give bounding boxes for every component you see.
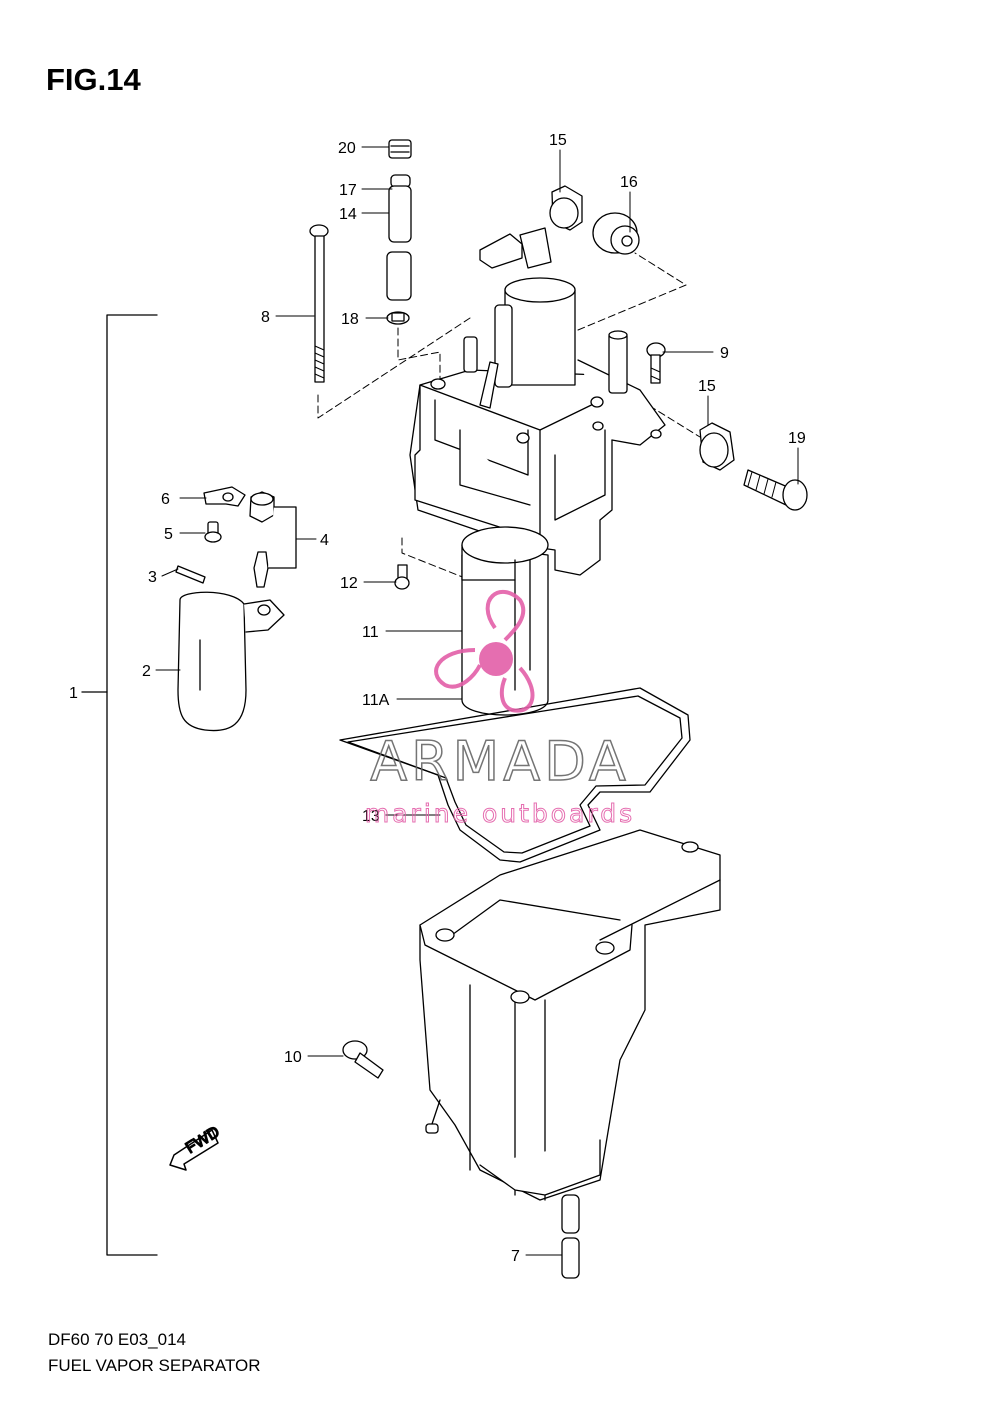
callout-6: 6 — [161, 491, 170, 508]
callout-18: 18 — [341, 311, 359, 328]
fwd-arrow-icon — [169, 1129, 219, 1171]
leader-lines — [155, 146, 799, 1256]
callout-17: 17 — [339, 182, 357, 199]
callout-16: 16 — [620, 174, 638, 191]
callout-9: 9 — [720, 345, 729, 362]
callout-10: 10 — [284, 1049, 302, 1066]
callout-14: 14 — [339, 206, 357, 223]
callout-7: 7 — [511, 1248, 520, 1265]
part-5-screw — [204, 521, 222, 543]
part-13-gasket — [339, 687, 691, 863]
callout-5: 5 — [164, 526, 173, 543]
callout-1: 1 — [69, 685, 78, 702]
callout-8: 8 — [261, 309, 270, 326]
float-chamber-lower-body — [419, 829, 721, 1201]
part-2-float — [177, 591, 285, 732]
figure-title: FIG.14 — [46, 62, 141, 97]
callout-15-lower: 15 — [698, 378, 716, 395]
vapor-separator-upper-body — [409, 227, 666, 576]
part-6-plate — [203, 486, 246, 507]
part-15-grommet-lower — [699, 422, 735, 471]
callout-4: 4 — [320, 532, 329, 549]
watermark-tagline: marine outboards — [365, 799, 635, 828]
part-11-fuel-pump — [461, 526, 549, 716]
callout-2: 2 — [142, 663, 151, 680]
part-15-grommet-upper — [549, 185, 583, 231]
callout-12: 12 — [340, 575, 358, 592]
callout-3: 3 — [148, 569, 157, 586]
callout-labels: 20 17 14 8 18 15 16 9 15 19 6 5 4 3 2 1 … — [69, 132, 806, 1265]
part-16-grommet — [592, 212, 640, 255]
diagram-name: FUEL VAPOR SEPARATOR — [48, 1356, 261, 1375]
part-3-pin — [175, 565, 206, 584]
part-7-hose — [561, 1194, 580, 1279]
callout-19: 19 — [788, 430, 806, 447]
diagram-code: DF60 70 E03_014 — [48, 1330, 186, 1349]
part-18-clip — [386, 311, 410, 325]
part-8-bolt — [309, 224, 329, 383]
armada-watermark: ARMADA marine outboards — [364, 589, 635, 829]
propeller-logo-icon — [434, 589, 535, 713]
part-20-plug — [388, 139, 412, 159]
watermark-brand: ARMADA — [370, 730, 630, 793]
callout-15-upper: 15 — [549, 132, 567, 149]
part-9-screw — [646, 342, 666, 384]
part-4-needle-valve — [249, 491, 297, 588]
part-17-sleeve — [390, 174, 411, 188]
callout-20: 20 — [338, 140, 356, 157]
part-14-hose — [386, 185, 412, 301]
callout-11a: 11A — [362, 692, 390, 709]
callout-13: 13 — [362, 808, 380, 825]
part-19-bolt — [743, 469, 808, 511]
callout-11: 11 — [362, 624, 379, 641]
assembly-bracket — [106, 314, 158, 1256]
part-12-screw — [394, 564, 410, 590]
part-10-screw — [342, 1040, 384, 1079]
